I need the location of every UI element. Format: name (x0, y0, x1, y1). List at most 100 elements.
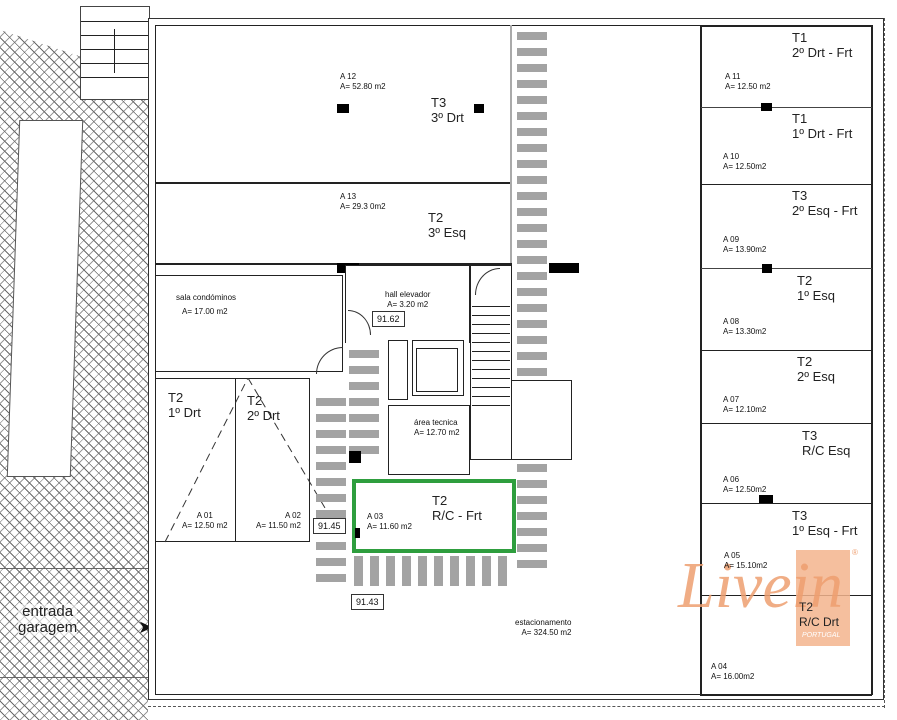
parking-stripe (517, 160, 547, 168)
parking-stripe (517, 528, 547, 536)
unit-a12: T3 3º Drt (431, 95, 464, 125)
parking-stripe (517, 512, 547, 520)
stair-step (472, 396, 510, 397)
hall-label: hall elevador A= 3.20 m2 (385, 290, 431, 309)
elevator-car (416, 348, 458, 392)
unit-a05: T3 1º Esq - Frt (792, 508, 858, 538)
livein-logo: Livein PORTUGAL ® (678, 548, 858, 648)
unit-a08: T2 1º Esq (797, 273, 835, 303)
unit-a10: T1 1º Drt - Frt (792, 111, 853, 141)
parking-stripe (316, 430, 346, 438)
parking-stripe (450, 556, 459, 586)
room-a03-highlight[interactable] (352, 479, 516, 553)
exterior-stair (80, 6, 150, 100)
elevator (412, 340, 464, 396)
parking-stripe (517, 192, 547, 200)
stair-step (472, 351, 510, 352)
parking-stripe (517, 208, 547, 216)
parking-stripe (434, 556, 443, 586)
room-sala-condominos (155, 275, 343, 372)
parking-stripe (316, 574, 346, 582)
parking-stripe (517, 224, 547, 232)
parking-stripe (517, 560, 547, 568)
parking-stripe (316, 494, 346, 502)
parking-stripe (370, 556, 379, 586)
parking-stripe (517, 240, 547, 248)
parking-stripe (316, 478, 346, 486)
parking-stripe (349, 414, 379, 422)
parking-stripe (517, 176, 547, 184)
room-a01-label: A 01 A= 12.50 m2 (182, 511, 228, 530)
parking-stripe (316, 446, 346, 454)
parking-stripe (517, 128, 547, 136)
parking-stripe (349, 382, 379, 390)
planter (6, 120, 84, 477)
logo-subtitle: PORTUGAL (802, 632, 841, 639)
unit-a06: T3 R/C Esq (802, 428, 851, 458)
parking-stripe (517, 320, 547, 328)
logo-box (796, 550, 850, 646)
parking-stripe (349, 366, 379, 374)
room-a01 (155, 378, 236, 542)
parking-stripe (517, 96, 547, 104)
parking-stripe (517, 544, 547, 552)
room-a05: A 05 A= 15.10m2 (724, 551, 768, 570)
parking-stripe (517, 32, 547, 40)
parking-stripe (349, 350, 379, 358)
parking-stripe (517, 48, 547, 56)
stair-step (472, 315, 510, 316)
room-a08: A 08 A= 13.30m2 (723, 317, 767, 336)
parking-stripe (402, 556, 411, 586)
stairwell (470, 265, 512, 460)
stair-step (472, 369, 510, 370)
parking-stripe (517, 336, 547, 344)
unit-a09: T3 2º Esq - Frt (792, 188, 858, 218)
stair-step (472, 378, 510, 379)
parking-stripe (316, 510, 346, 518)
elevation-tag-ramp: 91.45 (313, 518, 346, 534)
parking-stripe (316, 542, 346, 550)
room-a13: A 13 A= 29.3 0m2 (340, 192, 386, 211)
parking-stripe (354, 556, 363, 586)
parking-stripe (517, 272, 547, 280)
room-estacionamento: estacionamento A= 324.50 m2 (515, 618, 572, 637)
parking-stripe (386, 556, 395, 586)
stair-up-arrow-icon (114, 29, 115, 73)
unit-a03: T2 R/C - Frt (432, 493, 482, 523)
room-a07: A 07 A= 12.10m2 (723, 395, 767, 414)
garage-entrance-label: entrada garagem (18, 603, 78, 636)
room-a02 (235, 378, 310, 542)
room-a02-label: A 02 A= 11.50 m2 (256, 511, 301, 530)
stair-step (472, 405, 510, 406)
room-a11: A 11 A= 12.50 m2 (725, 72, 771, 91)
stair-step (472, 324, 510, 325)
parking-stripe (418, 556, 427, 586)
parking-stripe (517, 496, 547, 504)
unit-a13: T2 3º Esq (428, 210, 466, 240)
parking-stripe (482, 556, 491, 586)
parking-stripe (349, 398, 379, 406)
parking-stripe (517, 256, 547, 264)
unit-a07: T2 2º Esq (797, 354, 835, 384)
parking-stripe (349, 446, 379, 454)
room-a06: A 06 A= 12.50m2 (723, 475, 767, 494)
parking-stripe (517, 464, 547, 472)
stair-step (472, 342, 510, 343)
parking-stripe (316, 462, 346, 470)
stairwell-landing (512, 380, 572, 460)
parking-stripe (498, 556, 507, 586)
parking-stripe (517, 112, 547, 120)
parking-stripe (517, 288, 547, 296)
room-area-tecnica (388, 405, 470, 475)
garage-entrance-band (0, 568, 150, 678)
unit-a11: T1 2º Drt - Frt (792, 30, 853, 60)
room-a03-label: A 03 A= 11.60 m2 (367, 512, 412, 531)
parking-stripe (316, 398, 346, 406)
sala-label: sala condóminos A= 17.00 m2 (176, 293, 237, 316)
elevation-tag-parking: 91.43 (351, 594, 384, 610)
unit-a01: T2 1º Drt (168, 390, 201, 420)
parking-stripe (466, 556, 475, 586)
stair-step (472, 306, 510, 307)
stair-step (472, 333, 510, 334)
unit-a02: T2 2º Drt (247, 393, 280, 423)
